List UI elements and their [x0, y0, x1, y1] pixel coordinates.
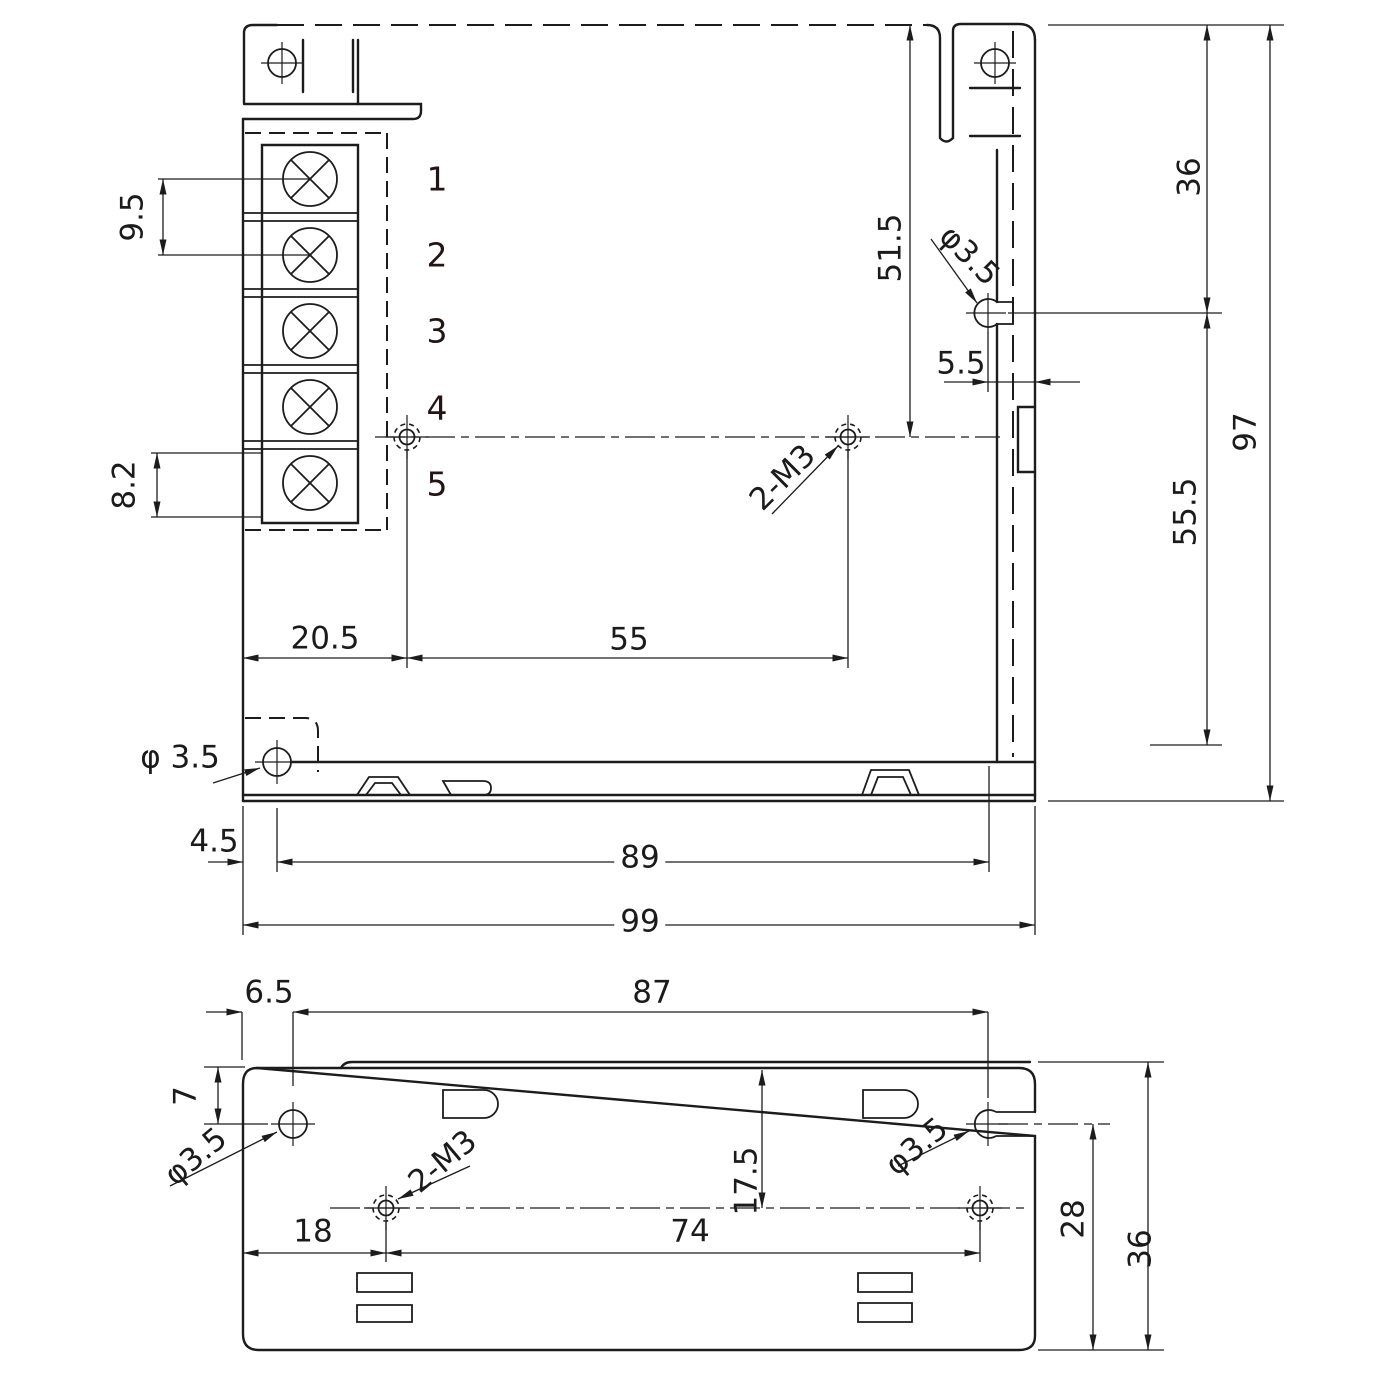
bottom-view-dimensions — [169, 1008, 1164, 1351]
terminal-number-3: 3 — [426, 311, 448, 351]
bottom-view-outline — [241, 1060, 1037, 1352]
dim-label-99: 99 — [614, 906, 666, 938]
terminal-screw-symbols — [282, 151, 338, 511]
dim-label-phi-3-5-bottom-left: φ 3.5 — [140, 739, 220, 776]
dim-label-36-bottom: 36 — [1122, 1229, 1159, 1269]
dim-label-20-5: 20.5 — [290, 620, 360, 657]
dim-label-7: 7 — [167, 1086, 204, 1106]
dim-label-55-5: 55.5 — [1167, 477, 1204, 547]
dim-label-74: 74 — [670, 1213, 710, 1250]
dim-label-5-5: 5.5 — [936, 345, 986, 382]
dim-label-87: 87 — [632, 974, 672, 1011]
dim-label-51-5: 51.5 — [872, 213, 909, 283]
terminal-number-1: 1 — [426, 159, 448, 199]
top-view-outline — [241, 22, 1037, 803]
terminal-number-2: 2 — [426, 235, 448, 275]
dim-label-17-5: 17.5 — [728, 1146, 765, 1216]
dim-label-89: 89 — [614, 842, 666, 874]
top-view-m3-holes — [375, 415, 1000, 459]
top-view-dimensions — [151, 24, 1284, 935]
dim-label-6-5: 6.5 — [244, 974, 294, 1011]
terminal-number-5: 5 — [426, 464, 448, 504]
dim-label-97: 97 — [1227, 412, 1264, 452]
dim-label-pitch-9-5: 9.5 — [114, 192, 151, 242]
dim-label-18: 18 — [293, 1213, 333, 1250]
dim-label-28: 28 — [1055, 1199, 1092, 1239]
terminal-number-4: 4 — [426, 388, 448, 428]
top-view-terminal-block — [244, 132, 388, 531]
dim-label-cell-8-2: 8.2 — [106, 460, 143, 510]
dim-label-4-5: 4.5 — [189, 823, 239, 860]
dim-label-36-top: 36 — [1171, 157, 1208, 197]
dim-label-55: 55 — [609, 621, 649, 658]
